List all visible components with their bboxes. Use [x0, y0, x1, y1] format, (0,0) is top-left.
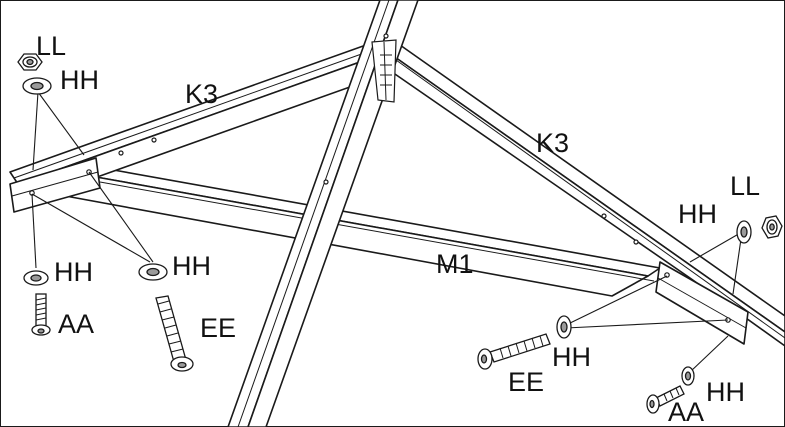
aa-bolt-right — [646, 385, 685, 414]
diagonal-pole — [227, 0, 419, 427]
leader-lines — [31, 91, 743, 373]
label-aa-left: AA — [58, 309, 94, 339]
label-aa-right: AA — [668, 397, 704, 427]
ll-nut-right — [761, 215, 783, 239]
label-hh-right-upper: HH — [678, 199, 717, 229]
hh-washer-top-left — [22, 77, 52, 95]
aa-bolt-left — [31, 293, 51, 336]
hh-washer-right-lower — [681, 366, 695, 386]
label-ee-left: EE — [200, 313, 236, 343]
ee-bolt-left — [155, 295, 194, 372]
label-hh-left-mid-a: HH — [54, 257, 93, 287]
hh-washer-left-mid — [138, 263, 168, 281]
top-bracket — [371, 39, 397, 103]
label-hh-left-mid-b: HH — [172, 251, 211, 281]
hh-washer-right-upper — [736, 220, 752, 244]
label-ll-top-left: LL — [36, 31, 66, 61]
label-hh-right-lower: HH — [706, 377, 745, 407]
hh-washer-left-lower — [23, 270, 49, 286]
label-m1: M1 — [436, 249, 474, 279]
label-k3-right: K3 — [536, 128, 569, 158]
label-hh-top-left: HH — [60, 65, 99, 95]
ll-nut-left — [17, 53, 43, 71]
ee-bolt-right — [477, 333, 551, 370]
label-k3-left: K3 — [185, 79, 218, 109]
hh-washer-right-mid — [556, 315, 572, 339]
label-hh-right-bolt: HH — [552, 342, 591, 372]
label-ll-right: LL — [730, 171, 760, 201]
label-ee-right: EE — [508, 367, 544, 397]
